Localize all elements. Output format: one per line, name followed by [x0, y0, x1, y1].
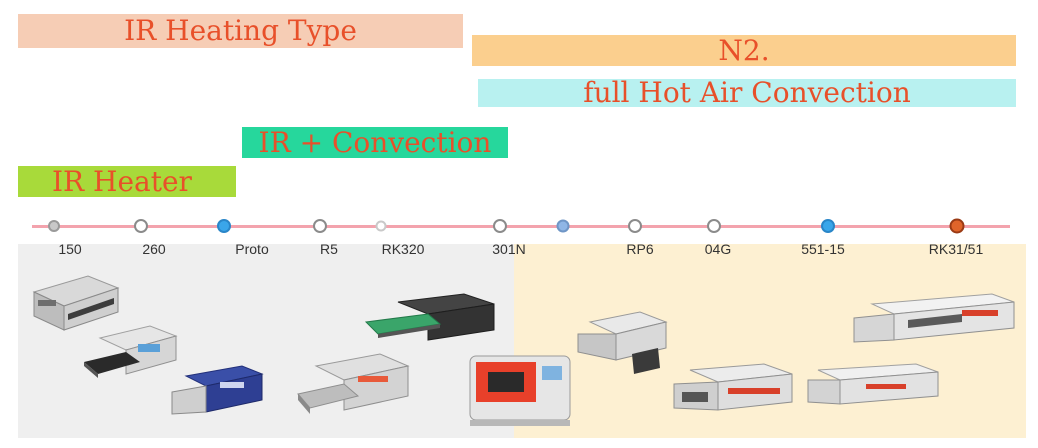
timeline-node-04g	[707, 219, 721, 233]
timeline-node-r5	[313, 219, 327, 233]
timeline-label: 150	[58, 241, 82, 257]
machine-r5-oven-image	[297, 353, 410, 414]
timeline-label: RP6	[626, 241, 654, 257]
timeline-label: 260	[142, 241, 166, 257]
timeline-node-551-15	[821, 219, 835, 233]
timeline-node-unlabeled	[556, 219, 570, 233]
timeline-label: Proto	[235, 241, 269, 257]
timeline-node-rp6	[628, 219, 642, 233]
timeline-node-301n	[493, 219, 507, 233]
timeline-label: RK320	[381, 241, 425, 257]
timeline-label: R5	[320, 241, 338, 257]
machine-proto-oven-image	[171, 365, 264, 415]
timeline-label: 301N	[492, 241, 526, 257]
machine-150-oven-image	[32, 275, 120, 331]
timeline-label: 551-15	[801, 241, 845, 257]
timeline-node-rk31-51	[949, 218, 965, 234]
band-n2: N2.	[472, 35, 1016, 66]
timeline-node-proto	[217, 219, 231, 233]
timeline-node-rk320	[375, 220, 387, 232]
timeline-label: RK31/51	[928, 241, 984, 257]
machine-rk31-51-oven-image	[853, 293, 1015, 343]
band-ir-heater: IR Heater	[18, 166, 236, 197]
ir-zone-background	[18, 244, 518, 438]
machine-260-oven-image	[84, 325, 178, 378]
machine-551-15-oven-image	[807, 363, 939, 405]
machine-301n-oven-image	[469, 355, 571, 426]
band-full-hot-air-convection: full Hot Air Convection	[478, 79, 1016, 107]
band-ir-convection: IR + Convection	[242, 127, 508, 158]
machine-rp6-oven-image	[577, 311, 668, 374]
timeline-node-260	[134, 219, 148, 233]
band-ir-heating-type: IR Heating Type	[18, 14, 463, 48]
timeline-axis	[32, 225, 1010, 228]
machine-04g-oven-image	[673, 363, 793, 411]
machine-rk320-oven-image	[364, 293, 495, 341]
timeline-label: 04G	[704, 241, 732, 257]
timeline-node-150	[48, 220, 60, 232]
